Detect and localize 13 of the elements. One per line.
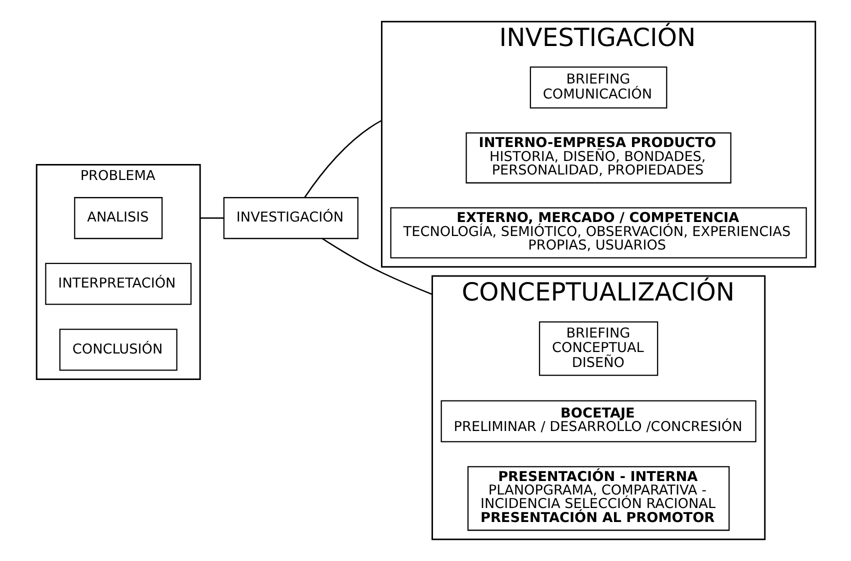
- connector: [304, 120, 382, 198]
- node-box: BRIEFING COMUNICACIÓN: [529, 66, 667, 109]
- node-box: BOCETAJE PRELIMINAR / DESARROLLO /CONCRESIÓN: [440, 400, 756, 442]
- node-box: BRIEFING CONCEPTUAL DISEÑO: [538, 321, 658, 376]
- connector: [321, 238, 432, 295]
- node-box: INTERPRETACIÓN: [44, 262, 192, 305]
- connector: [200, 217, 224, 219]
- node-box: PRESENTACIÓN - INTERNA PLANOPGRAMA, COMPARATIVA - INCIDENCIA SELECCIÓN RACIONAL PRESENTACIÓN AL PROMOTOR: [466, 466, 730, 531]
- node-box: INVESTIGACIÓN: [222, 197, 358, 240]
- node-box: EXTERNO, MERCADO / COMPETENCIA TECNOLOGÍA, SEMIÓTICO, OBSERVACIÓN, EXPERIENCIAS PROPIAS, USUARIOS: [390, 207, 806, 258]
- node-box: INTERNO-EMPRESA PRODUCTO HISTORIA, DISEÑO, BONDADES, PERSONALIDAD, PROPIEDADES: [465, 132, 731, 184]
- node-box: ANALISIS: [74, 197, 162, 240]
- node-box: CONCLUSIÓN: [58, 328, 177, 371]
